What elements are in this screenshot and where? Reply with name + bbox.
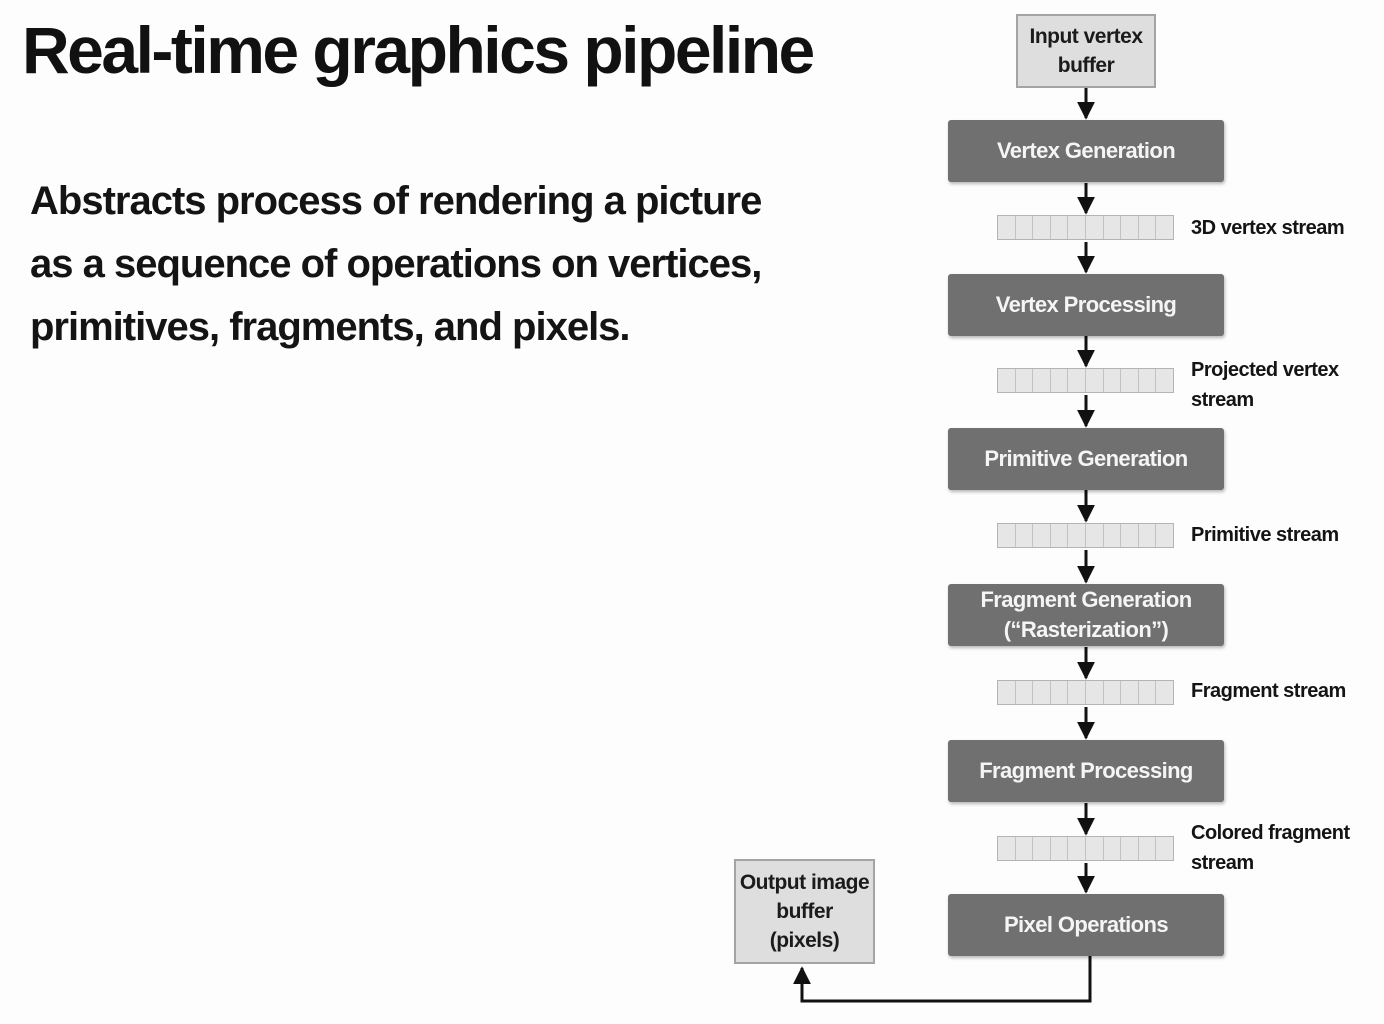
stream-cell <box>1085 837 1104 860</box>
stream-cell <box>1156 524 1173 547</box>
stream-cell <box>1156 369 1173 392</box>
stream-cell <box>1138 837 1157 860</box>
stream-cell <box>1015 837 1034 860</box>
stream-cell <box>1085 524 1104 547</box>
stage-pixel-operations: Pixel Operations <box>948 894 1224 956</box>
stream-cell <box>1015 524 1034 547</box>
stream-cell <box>1121 216 1139 239</box>
stream-cell <box>1033 216 1051 239</box>
slide-body-text: Abstracts process of rendering a picture… <box>30 179 762 349</box>
stream-label-3d-vertex: 3D vertex stream <box>1191 217 1345 239</box>
stream-cell <box>1085 681 1104 704</box>
stream-cell <box>1068 524 1086 547</box>
stream-cell <box>1015 681 1034 704</box>
stream-label-primitive: Primitive stream <box>1191 524 1339 546</box>
stream-bar-primitive <box>997 523 1174 548</box>
input-vertex-buffer: Input vertex buffer <box>1016 14 1156 88</box>
stream-cell <box>1103 681 1122 704</box>
stage-fragment-generation: Fragment Generation (“Rasterization”) <box>948 584 1224 646</box>
stream-label-projected-vertex: Projected vertex stream <box>1191 359 1339 411</box>
stream-label-colored-fragment: Colored fragment stream <box>1191 822 1350 874</box>
stream-cell <box>1033 524 1051 547</box>
stream-cell <box>1050 524 1069 547</box>
stage-primitive-generation: Primitive Generation <box>948 428 1224 490</box>
stream-cell <box>1138 369 1157 392</box>
stream-cell <box>1050 681 1069 704</box>
stream-cell <box>1156 681 1173 704</box>
output-image-buffer: Output image buffer (pixels) <box>734 859 875 964</box>
stream-cell <box>1068 837 1086 860</box>
stream-cell <box>998 837 1016 860</box>
stream-cell <box>1015 369 1034 392</box>
stream-cell <box>1015 216 1034 239</box>
stream-cell <box>1138 216 1157 239</box>
stream-cell <box>1103 216 1122 239</box>
stream-cell <box>1068 216 1086 239</box>
stage-fragment-processing: Fragment Processing <box>948 740 1224 802</box>
stream-cell <box>1050 837 1069 860</box>
stream-cell <box>1103 837 1122 860</box>
stream-cell <box>998 369 1016 392</box>
stream-cell <box>1121 681 1139 704</box>
stream-cell <box>1050 216 1069 239</box>
stream-cell <box>1085 216 1104 239</box>
stream-cell <box>1138 681 1157 704</box>
stream-cell <box>1103 524 1122 547</box>
stream-bar-fragment <box>997 680 1174 705</box>
output-arrow <box>793 956 1092 1003</box>
stage-vertex-processing: Vertex Processing <box>948 274 1224 336</box>
stream-cell <box>1121 524 1139 547</box>
stream-cell <box>1068 681 1086 704</box>
stream-cell <box>1121 369 1139 392</box>
slide-title: Real-time graphics pipeline <box>22 13 815 87</box>
stream-cell <box>1033 681 1051 704</box>
stream-cell <box>998 681 1016 704</box>
stream-cell <box>998 216 1016 239</box>
stream-bar-colored-fragment <box>997 836 1174 861</box>
stream-cell <box>998 524 1016 547</box>
stream-cell <box>1050 369 1069 392</box>
stream-bar-3d-vertex <box>997 215 1174 240</box>
stream-cell <box>1156 216 1173 239</box>
stream-cell <box>1156 837 1173 860</box>
stream-cell <box>1103 369 1122 392</box>
stream-bar-projected-vertex <box>997 368 1174 393</box>
stream-cell <box>1068 369 1086 392</box>
stream-cell <box>1121 837 1139 860</box>
stream-cell <box>1138 524 1157 547</box>
stream-label-fragment: Fragment stream <box>1191 680 1346 702</box>
stream-cell <box>1033 369 1051 392</box>
stream-cell <box>1033 837 1051 860</box>
stage-vertex-generation: Vertex Generation <box>948 120 1224 182</box>
stream-cell <box>1085 369 1104 392</box>
